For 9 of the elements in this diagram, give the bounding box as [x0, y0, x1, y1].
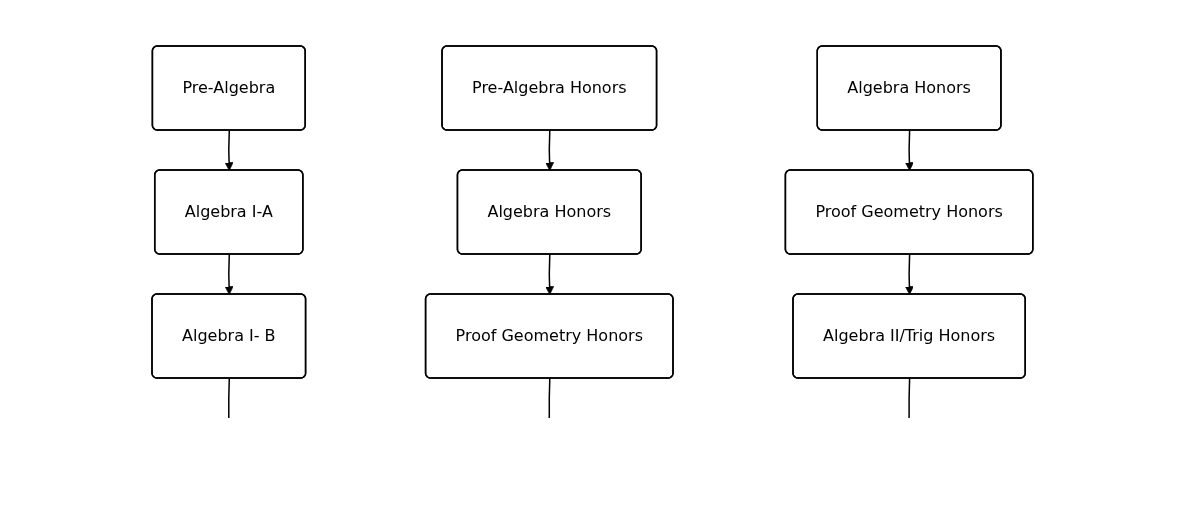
arrow [224, 253, 234, 295]
connector [548, 377, 551, 419]
connector [228, 377, 231, 419]
arrow [545, 253, 555, 295]
arrow [905, 129, 914, 171]
connector [908, 377, 911, 419]
arrow [224, 129, 234, 171]
arrow [545, 129, 555, 171]
arrow [905, 253, 914, 295]
